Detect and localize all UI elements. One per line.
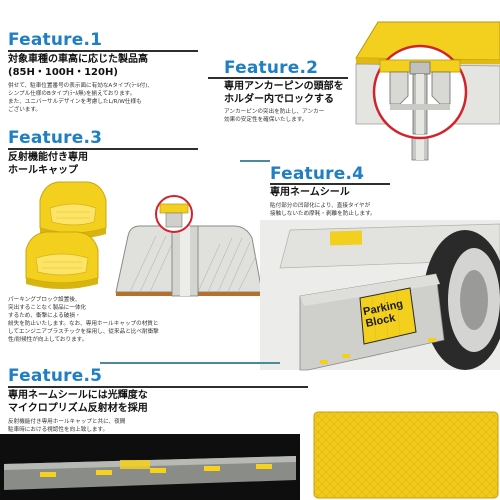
feature-5-title-line-1: 専用ネームシールには光輝度な [8, 390, 148, 401]
feature-2-body-line-1: アンカーピンの突出を防止し、アンカー [224, 109, 325, 115]
feature-4-body-line-2: 接触しないため摩耗・剥離を防止します。 [270, 211, 376, 217]
hole-cap-bottom [25, 231, 99, 289]
feature-5-top-rule [100, 362, 280, 364]
feature-3-title-line-2: ホールキャップ [8, 165, 78, 176]
feature-2-title-line-2: ホルダー内でロックする [224, 94, 334, 105]
feature-3-title-line-1: 反射機能付き専用 [8, 152, 88, 163]
feature-4-top-rule [240, 160, 270, 162]
feature-2-body-line-2: 効果の安定性を確保いたします。 [224, 117, 308, 123]
feature-3-label: Feature.3 [8, 128, 103, 148]
feature-5-divider [8, 386, 308, 388]
feature-4-title-line-1: 専用ネームシール [270, 187, 350, 198]
feature-3-body-line-4: 紛失を防止いたします。なお、専用ホールキャップの材質と [8, 321, 159, 327]
anchor-pin-lock-diagram [355, 21, 500, 161]
feature-5-title-line-2: マイクロプリズム反射材を採用 [8, 403, 148, 414]
hole-cap-block-diagram [115, 195, 263, 297]
feature-2-label: Feature.2 [224, 58, 319, 78]
feature-2-title-line-1: 専用アンカーピンの頭部を [224, 81, 344, 92]
feature-1-title-line-2: (85H・100H・120H) [8, 67, 118, 78]
feature-4-label: Feature.4 [270, 164, 365, 184]
name-sticker-photo [260, 220, 500, 371]
feature-3-body-line-6: 性/耐候性が向上しております。 [8, 337, 88, 343]
feature-3-divider [8, 148, 198, 150]
yellow-name-sticker [359, 287, 417, 345]
feature-4-divider [270, 183, 390, 185]
hole-cap-top [39, 181, 107, 239]
feature-1-title-line-1: 対象車種の車高に応じた製品高 [8, 54, 148, 65]
prism-reflector-closeup [313, 411, 499, 499]
feature-1-label: Feature.1 [8, 30, 103, 50]
feature-1-body-line-4: ございます。 [8, 107, 42, 113]
feature-5-body-line-1: 反射機能付き専用ホールキャップと共に、夜間 [8, 419, 126, 425]
feature-3-body-line-1: パーキングブロック設置後、 [8, 297, 81, 303]
feature-5-label: Feature.5 [8, 366, 103, 386]
feature-3-body-line-2: 突出することなく製品に一体化 [8, 305, 87, 311]
feature-1-body-line-1: 併せて、駐車位置番号の表示面に有効なAタイプ(ﾗｰﾙ付)、 [8, 83, 153, 89]
feature-1-body-line-3: また、ユニバーサルデザインを考慮したL/R/W仕様も [8, 99, 142, 105]
feature-2-divider [208, 77, 348, 79]
feature-3-body-line-5: してエンジニアプラスチックを採用し、従来品と比べ耐衝撃 [8, 329, 159, 335]
feature-3-body-line-3: するため、衝撃による破損・ [8, 313, 81, 319]
feature-1-body-line-2: シンプル仕様のBタイプ(ﾗｰﾙ無)を揃えております。 [8, 91, 136, 97]
feature-5-body-line-2: 駐車時における視認性を向上致します。 [8, 427, 109, 433]
feature-1-divider [8, 50, 198, 52]
feature-4-body-line-1: 貼付部分の凹部化により、直接タイヤが [270, 203, 371, 209]
night-reflector-photo [0, 434, 300, 500]
